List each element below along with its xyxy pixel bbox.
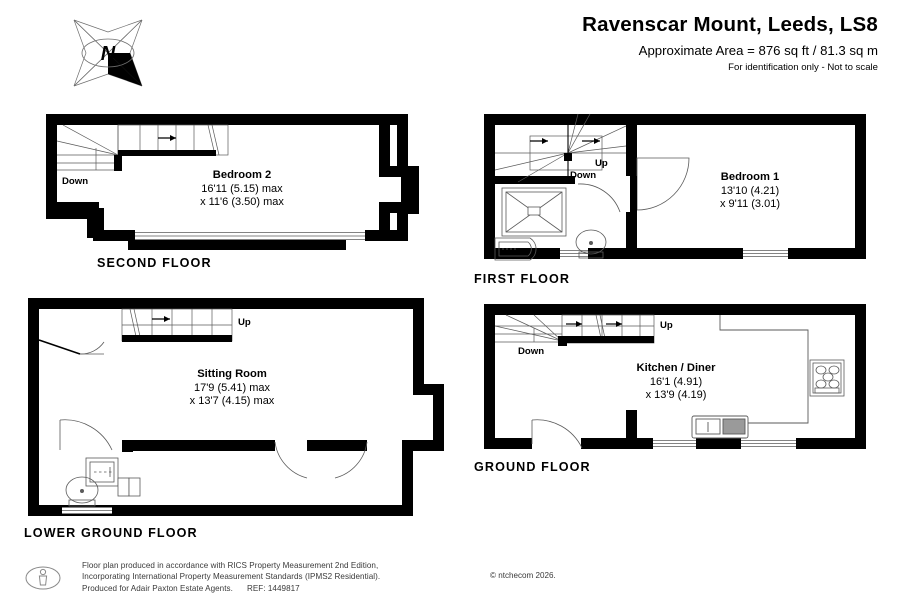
room-name: Bedroom 2	[213, 169, 271, 181]
room-name: Bedroom 1	[721, 171, 779, 183]
bath-fixture	[494, 237, 537, 261]
footer-line-2: Incorporating International Property Mea…	[82, 572, 381, 582]
footer-agent: Produced for Adair Paxton Estate Agents.	[82, 583, 233, 593]
room-name: Sitting Room	[197, 368, 267, 380]
room-name: Kitchen / Diner	[637, 362, 717, 374]
footer-text-block: Floor plan produced in accordance with R…	[82, 560, 380, 594]
stair-label-up: Up	[660, 320, 673, 331]
compass-rose-icon: N	[58, 14, 158, 92]
sink-fixture	[691, 415, 749, 439]
wc-fixture	[65, 476, 99, 507]
door-front-entry	[531, 419, 583, 449]
room-dim-2: x 11'6 (3.50) max	[200, 196, 284, 208]
room-label-kitchen-diner: Kitchen / Diner 16'1 (4.91) x 13'9 (4.19…	[637, 362, 717, 401]
room-dim-1: 13'10 (4.21)	[721, 185, 779, 197]
footer: Floor plan produced in accordance with R…	[24, 560, 874, 596]
footer-ref: REF: 1449817	[246, 583, 300, 593]
stair-label-up: Up	[595, 158, 608, 169]
room-label-sitting-room: Sitting Room 17'9 (5.41) max x 13'7 (4.1…	[190, 368, 275, 407]
stair-label-up: Up	[238, 317, 251, 328]
double-door	[274, 441, 368, 479]
compass-north-label: N	[101, 43, 116, 65]
copyright-notice: © ntchecom 2026.	[490, 571, 556, 581]
wc-fixture	[575, 229, 607, 259]
room-dim-1: 16'1 (4.91)	[650, 376, 702, 388]
floor-label-first: FIRST FLOOR	[474, 272, 571, 286]
door-bedroom-1	[636, 157, 690, 211]
staircase-ground-floor	[494, 314, 655, 344]
floor-plan-ground-floor: Up Down	[474, 298, 878, 474]
disclaimer-text: For identification only - Not to scale	[728, 62, 878, 74]
room-label-bedroom-1: Bedroom 1 13'10 (4.21) x 9'11 (3.01)	[720, 171, 780, 210]
room-dim-2: x 9'11 (3.01)	[720, 198, 780, 210]
room-dim-2: x 13'7 (4.15) max	[190, 395, 275, 407]
floor-label-ground: GROUND FLOOR	[474, 460, 591, 474]
approximate-area: Approximate Area = 876 sq ft / 81.3 sq m	[638, 42, 878, 58]
stair-label-down: Down	[570, 170, 596, 181]
hob-fixture	[809, 359, 845, 397]
footer-line-3: Produced for Adair Paxton Estate Agents.…	[82, 583, 380, 594]
floor-label-lower-ground: LOWER GROUND FLOOR	[24, 526, 198, 540]
footer-line-1: Floor plan produced in accordance with R…	[82, 561, 379, 570]
room-dim-1: 17'9 (5.41) max	[194, 382, 271, 394]
rics-person-icon	[24, 562, 62, 594]
floor-plan-second-floor: Down Bedroom 2 16'11 (5.15) max x 11'6 (…	[40, 108, 430, 270]
stair-label-down: Down	[518, 346, 544, 357]
stair-direction-arrow	[158, 135, 176, 141]
room-dim-2: x 13'9 (4.19)	[646, 389, 707, 401]
bath-fixture	[85, 457, 119, 487]
door-bathroom	[577, 183, 621, 213]
floor-plan-lower-ground-floor: Up	[22, 292, 462, 540]
floor-plan-first-floor: Up Down	[474, 108, 878, 286]
stair-label-down: Down	[62, 176, 88, 187]
door-entry	[38, 339, 81, 355]
floor-label-second: SECOND FLOOR	[97, 256, 212, 270]
page-title: Ravenscar Mount, Leeds, LS8	[582, 13, 878, 36]
room-dim-1: 16'11 (5.15) max	[201, 183, 283, 195]
header: Ravenscar Mount, Leeds, LS8 Approximate …	[358, 12, 878, 74]
staircase-second-floor	[56, 124, 229, 171]
shower-tray-fixture	[501, 187, 567, 237]
door-lower-bathroom	[59, 419, 113, 451]
room-label-bedroom-2: Bedroom 2 16'11 (5.15) max x 11'6 (3.50)…	[200, 169, 284, 208]
kitchen-worktop	[719, 315, 809, 424]
